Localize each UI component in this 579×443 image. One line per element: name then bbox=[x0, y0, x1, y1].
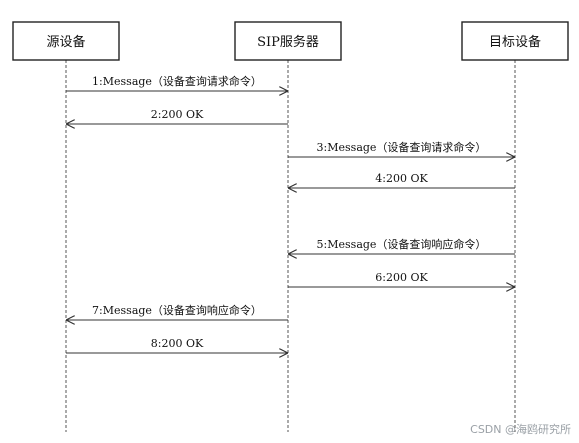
message-label: 1:Message（设备查询请求命令） bbox=[92, 74, 262, 88]
message-1: 1:Message（设备查询请求命令） bbox=[66, 74, 288, 91]
message-label: 3:Message（设备查询请求命令） bbox=[317, 140, 487, 154]
message-label: 8:200 OK bbox=[151, 337, 204, 350]
participant-target: 目标设备 bbox=[461, 21, 569, 61]
participant-label: 源设备 bbox=[46, 34, 85, 50]
participant-source: 源设备 bbox=[12, 21, 120, 61]
message-label: 5:Message（设备查询响应命令） bbox=[317, 237, 487, 251]
message-label: 7:Message（设备查询响应命令） bbox=[92, 303, 262, 317]
message-3: 3:Message（设备查询请求命令） bbox=[288, 140, 515, 157]
participant-sip: SIP服务器 bbox=[234, 21, 342, 61]
message-label: 2:200 OK bbox=[151, 108, 204, 121]
message-label: 4:200 OK bbox=[375, 172, 428, 185]
message-8: 8:200 OK bbox=[66, 337, 288, 353]
participant-box bbox=[12, 21, 120, 61]
message-2: 2:200 OK bbox=[66, 108, 288, 124]
participant-label: SIP服务器 bbox=[257, 34, 319, 50]
message-5: 5:Message（设备查询响应命令） bbox=[288, 237, 515, 254]
watermark: CSDN @海鸥研究所 bbox=[470, 423, 571, 436]
message-7: 7:Message（设备查询响应命令） bbox=[66, 303, 288, 320]
message-6: 6:200 OK bbox=[288, 271, 515, 287]
message-4: 4:200 OK bbox=[288, 172, 515, 188]
participant-box bbox=[234, 21, 342, 61]
participant-label: 目标设备 bbox=[489, 34, 541, 50]
message-label: 6:200 OK bbox=[375, 271, 428, 284]
participant-box bbox=[461, 21, 569, 61]
